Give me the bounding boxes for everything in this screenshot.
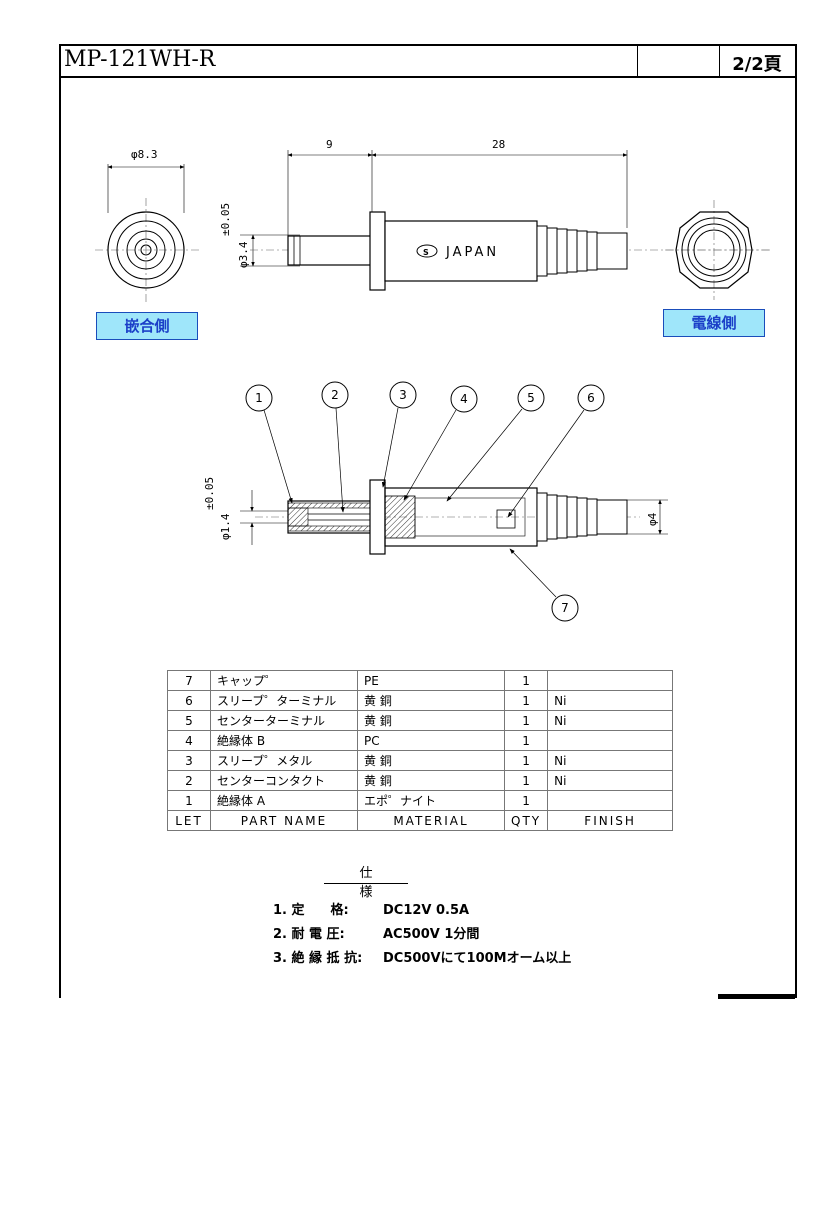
balloon-3: 3: [399, 388, 407, 402]
table-cell-qty: 1: [503, 670, 549, 691]
table-cell-name: 絶縁体 A: [210, 790, 358, 811]
table-cell-material: 黄 銅: [357, 750, 505, 771]
balloon-2: 2: [331, 388, 339, 402]
table-cell-let: 2: [167, 770, 211, 791]
spec-label: 2. 耐 電 圧:: [273, 927, 345, 942]
spec-item: 3. 絶 縁 抵 抗: DC500Vにて100Mオーム以上: [273, 947, 571, 966]
table-cell-let: 6: [167, 690, 211, 711]
table-cell-finish: Ni: [547, 710, 674, 731]
header-divider: [719, 44, 720, 77]
strain-relief: [536, 225, 628, 277]
table-cell-material: 黄 銅: [357, 710, 505, 731]
table-cell-finish: [547, 730, 674, 751]
drawing-frame: [59, 44, 797, 998]
table-cell-finish: Ni: [547, 690, 674, 711]
table-cell-material: PE: [357, 670, 505, 691]
table-cell-name: スリーブ゜ターミナル: [210, 690, 358, 711]
table-cell-qty: 1: [503, 790, 549, 811]
table-cell-material: PC: [357, 730, 505, 751]
page-number: 2/2頁: [732, 54, 782, 75]
maker-logo-icon: S: [423, 248, 429, 257]
table-cell-qty: 1: [503, 770, 549, 791]
rear-view: [665, 200, 770, 300]
cable-side-label: 電線側: [663, 309, 765, 337]
table-cell-finish: [547, 790, 674, 811]
table-cell-material: エポ゜ナイト: [357, 790, 505, 811]
spec-label: 1. 定 格:: [273, 903, 349, 918]
table-header-cell: LET: [167, 810, 211, 831]
dim-pin-diameter: φ1.4: [219, 513, 232, 540]
bottom-edge-bar: [718, 994, 795, 999]
table-cell-name: スリーブ゜メタル: [210, 750, 358, 771]
table-cell-let: 4: [167, 730, 211, 751]
dim-length-tip: 9: [326, 138, 333, 151]
table-header-cell: MATERIAL: [357, 810, 505, 831]
spec-value: DC500Vにて100Mオーム以上: [383, 951, 572, 966]
spec-item: 1. 定 格: DC12V 0.5A: [273, 899, 469, 918]
dim-length-body: 28: [492, 138, 505, 151]
spec-item: 2. 耐 電 圧: AC500V 1分間: [273, 923, 479, 942]
table-header-cell: QTY: [503, 810, 549, 831]
table-cell-material: 黄 銅: [357, 770, 505, 791]
side-view: 9 28 φ3.4 ±0.05 S JAPAN: [219, 138, 770, 291]
dim-pin-tolerance: ±0.05: [203, 477, 216, 510]
table-cell-finish: Ni: [547, 750, 674, 771]
table-cell-finish: [547, 670, 674, 691]
spec-title-underline: [324, 883, 408, 884]
table-cell-material: 黄 銅: [357, 690, 505, 711]
table-cell-qty: 1: [503, 690, 549, 711]
table-cell-finish: Ni: [547, 770, 674, 791]
spec-value: DC12V 0.5A: [383, 903, 470, 918]
header-divider: [637, 44, 638, 77]
spec-title: 仕様: [359, 866, 401, 900]
balloon-group: [245, 381, 605, 622]
table-cell-qty: 1: [503, 750, 549, 771]
body-marking: JAPAN: [445, 245, 499, 260]
table-header-cell: FINISH: [547, 810, 674, 831]
table-cell-let: 7: [167, 670, 211, 691]
dim-main-tolerance: ±0.05: [219, 203, 232, 236]
dim-front-diameter: φ8.3: [131, 148, 158, 161]
table-cell-let: 1: [167, 790, 211, 811]
section-view: φ1.4 ±0.05 φ4: [203, 381, 668, 622]
dim-cable-diameter: φ4: [646, 512, 659, 526]
table-cell-let: 5: [167, 710, 211, 731]
table-cell-name: センターターミナル: [210, 710, 358, 731]
balloon-4: 4: [460, 392, 468, 406]
table-header-cell: PART NAME: [210, 810, 358, 831]
mating-side-label: 嵌合側: [96, 312, 198, 340]
table-cell-qty: 1: [503, 730, 549, 751]
table-cell-qty: 1: [503, 710, 549, 731]
balloon-1: 1: [255, 391, 263, 405]
table-cell-name: センターコンタクト: [210, 770, 358, 791]
dim-main-diameter: φ3.4: [237, 241, 250, 268]
table-cell-name: キャップ゜: [210, 670, 358, 691]
spec-label: 3. 絶 縁 抵 抗:: [273, 951, 363, 966]
title-block: [59, 44, 795, 78]
balloon-6: 6: [587, 391, 595, 405]
front-view: φ8.3: [95, 148, 200, 305]
table-cell-let: 3: [167, 750, 211, 771]
balloon-7: 7: [561, 601, 569, 615]
table-cell-name: 絶縁体 B: [210, 730, 358, 751]
balloon-5: 5: [527, 391, 535, 405]
spec-value: AC500V 1分間: [383, 927, 480, 942]
document-title: MP-121WH-R: [64, 47, 216, 72]
